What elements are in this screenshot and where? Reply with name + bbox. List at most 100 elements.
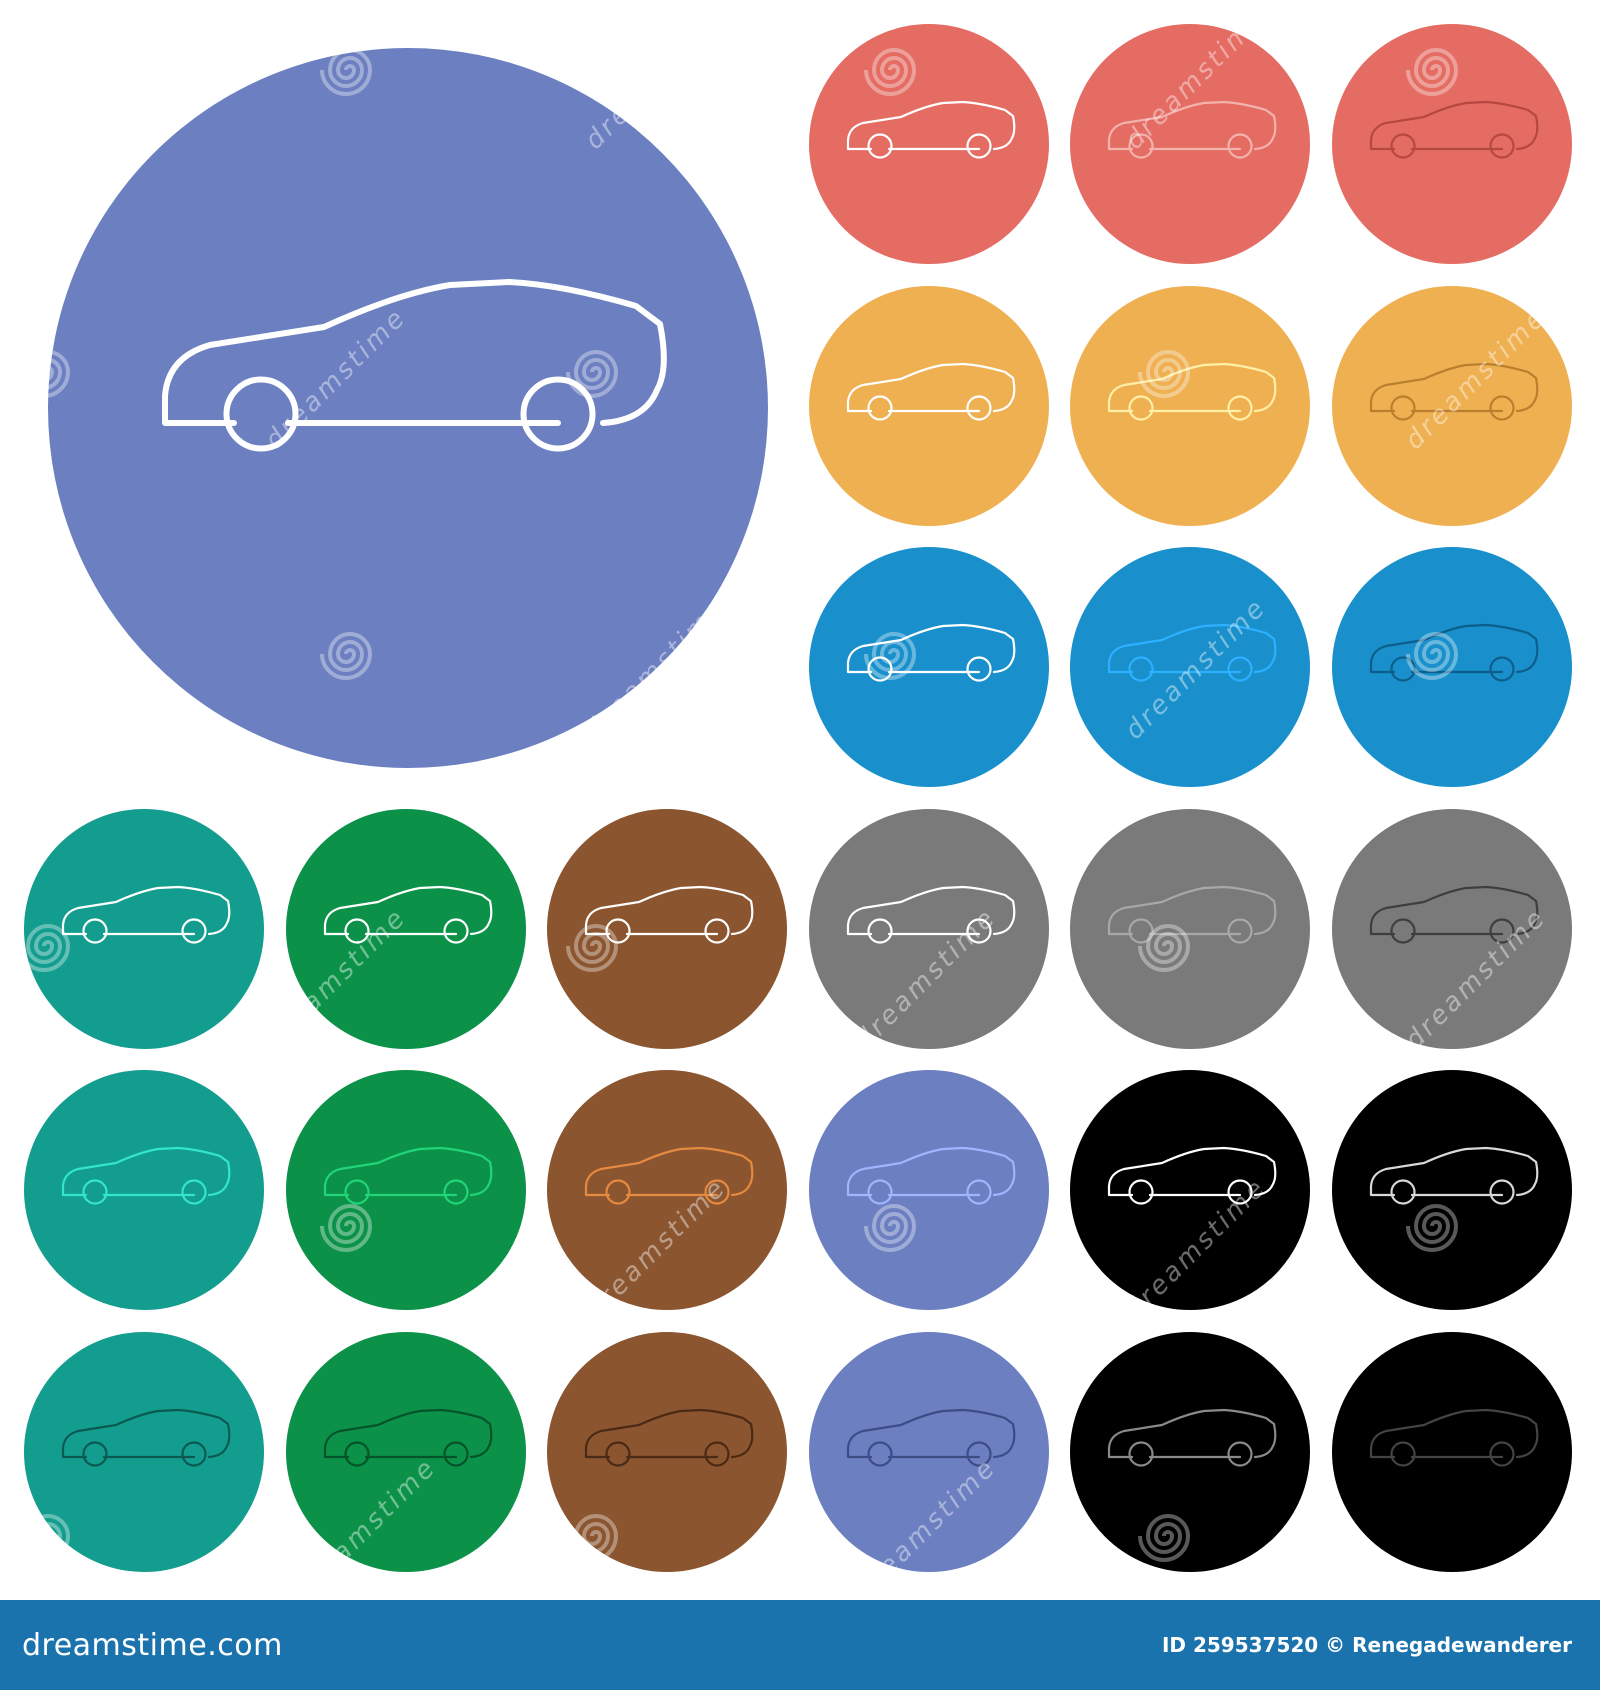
car-body-outline bbox=[323, 1146, 492, 1197]
car-front-wheel bbox=[1128, 133, 1154, 159]
car-body-outline bbox=[1369, 100, 1538, 151]
car-rear-wheel bbox=[1488, 1179, 1515, 1205]
car-rear-wheel bbox=[965, 394, 992, 421]
car-body-outline bbox=[584, 885, 754, 935]
car-body-outline bbox=[323, 885, 492, 935]
car-body-outline bbox=[1107, 623, 1277, 674]
watermark-spiral-icon bbox=[560, 336, 632, 408]
car-body-outline bbox=[162, 279, 667, 426]
car-body-outline bbox=[1369, 1408, 1538, 1458]
car-side-outline-icon bbox=[1070, 808, 1310, 1049]
car-side-outline-icon bbox=[808, 285, 1049, 526]
car-body-outline bbox=[61, 885, 231, 935]
watermark-spiral-icon bbox=[858, 1190, 930, 1262]
car-side-outline-icon bbox=[1070, 285, 1310, 526]
car-rear-wheel bbox=[181, 1179, 207, 1205]
car-front-wheel bbox=[866, 1179, 893, 1205]
car-side-outline-icon bbox=[1070, 547, 1310, 787]
car-front-wheel bbox=[866, 133, 893, 159]
car-body-outline bbox=[1107, 1146, 1277, 1197]
car-rear-wheel bbox=[1227, 917, 1253, 944]
car-front-wheel bbox=[1128, 1440, 1154, 1467]
car-body-outline bbox=[846, 1146, 1015, 1197]
car-front-wheel bbox=[605, 1179, 631, 1205]
car-rear-wheel bbox=[442, 1440, 469, 1467]
car-front-wheel bbox=[1389, 656, 1416, 682]
car-front-wheel bbox=[1389, 917, 1416, 944]
watermark-spiral-icon bbox=[314, 618, 386, 690]
watermark-spiral-icon bbox=[1132, 1500, 1204, 1572]
watermark-spiral-icon bbox=[1400, 34, 1472, 106]
car-front-wheel bbox=[605, 1440, 631, 1467]
car-rear-wheel bbox=[1227, 1179, 1253, 1205]
car-side-outline-icon bbox=[285, 1070, 526, 1310]
car-body-outline bbox=[846, 1408, 1015, 1458]
car-rear-wheel bbox=[1488, 133, 1515, 159]
car-front-wheel bbox=[82, 917, 108, 944]
car-rear-wheel bbox=[1227, 133, 1253, 159]
car-front-wheel bbox=[343, 1179, 370, 1205]
car-front-wheel bbox=[1128, 656, 1154, 682]
car-side-outline-icon bbox=[24, 808, 264, 1049]
watermark-spiral-icon bbox=[560, 910, 632, 982]
car-side-outline-icon bbox=[1331, 1070, 1572, 1310]
car-front-wheel bbox=[1389, 133, 1416, 159]
car-body-outline bbox=[1369, 1146, 1538, 1197]
watermark-spiral-icon bbox=[1400, 618, 1472, 690]
car-body-outline bbox=[846, 623, 1015, 674]
car-front-wheel bbox=[1128, 917, 1154, 944]
brand-logo-text: dreamstime.com bbox=[22, 1627, 283, 1663]
car-side-outline-icon bbox=[24, 1331, 264, 1572]
car-rear-wheel bbox=[181, 1440, 207, 1467]
car-body-outline bbox=[1369, 623, 1538, 674]
stock-footer: dreamstime.com ID 259537520 © Renegadewa… bbox=[0, 1600, 1600, 1690]
car-front-wheel bbox=[866, 656, 893, 682]
watermark-spiral-icon bbox=[858, 618, 930, 690]
car-body-outline bbox=[1107, 362, 1277, 412]
watermark-spiral-icon bbox=[12, 1500, 84, 1572]
car-rear-wheel bbox=[520, 376, 596, 452]
car-front-wheel bbox=[605, 917, 631, 944]
image-credit: ID 259537520 © Renegadewanderer bbox=[1161, 1633, 1572, 1657]
car-front-wheel bbox=[343, 917, 370, 944]
watermark-spiral-icon bbox=[1400, 1190, 1472, 1262]
car-body-outline bbox=[846, 885, 1015, 935]
car-rear-wheel bbox=[1488, 917, 1515, 944]
car-side-outline-icon bbox=[547, 808, 787, 1049]
car-rear-wheel bbox=[965, 1179, 992, 1205]
car-side-outline-icon bbox=[285, 1331, 526, 1572]
car-body-outline bbox=[1107, 1408, 1277, 1458]
car-front-wheel bbox=[1389, 394, 1416, 421]
car-side-outline-icon bbox=[1331, 547, 1572, 787]
watermark-spiral-icon bbox=[314, 1190, 386, 1262]
car-rear-wheel bbox=[704, 1440, 730, 1467]
car-side-outline-icon bbox=[1070, 1331, 1310, 1572]
watermark-spiral-icon bbox=[12, 910, 84, 982]
car-rear-wheel bbox=[1488, 1440, 1515, 1467]
watermark-spiral-icon bbox=[560, 1500, 632, 1572]
car-rear-wheel bbox=[965, 656, 992, 682]
car-body-outline bbox=[61, 1146, 231, 1197]
car-rear-wheel bbox=[1227, 656, 1253, 682]
car-side-outline-icon bbox=[808, 24, 1049, 264]
car-rear-wheel bbox=[704, 1179, 730, 1205]
watermark-spiral-icon bbox=[858, 34, 930, 106]
car-rear-wheel bbox=[704, 917, 730, 944]
car-side-outline-icon bbox=[285, 808, 526, 1049]
car-rear-wheel bbox=[965, 133, 992, 159]
watermark-spiral-icon bbox=[1132, 336, 1204, 408]
car-rear-wheel bbox=[1488, 656, 1515, 682]
car-side-outline-icon bbox=[808, 1070, 1049, 1310]
car-front-wheel bbox=[82, 1440, 108, 1467]
car-front-wheel bbox=[866, 917, 893, 944]
car-body-outline bbox=[1107, 885, 1277, 935]
watermark-spiral-icon bbox=[314, 34, 386, 106]
car-front-wheel bbox=[82, 1179, 108, 1205]
car-side-outline-icon bbox=[808, 808, 1049, 1049]
car-front-wheel bbox=[1128, 1179, 1154, 1205]
car-body-outline bbox=[584, 1408, 754, 1458]
car-front-wheel bbox=[1389, 1440, 1416, 1467]
car-rear-wheel bbox=[181, 917, 207, 944]
car-body-outline bbox=[846, 362, 1015, 412]
